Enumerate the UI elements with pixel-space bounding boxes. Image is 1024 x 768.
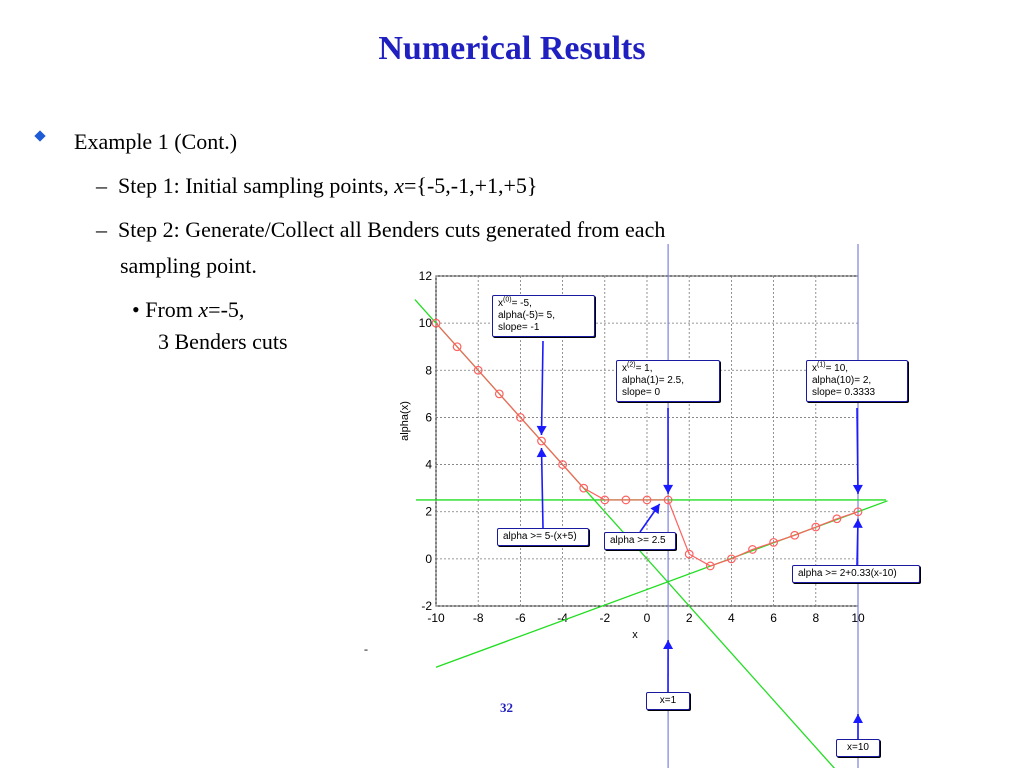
data-point [705,561,715,571]
data-point [579,483,589,493]
x-tick-label: 4 [728,611,735,625]
annotation-x0: x(0)= -5, alpha(-5)= 5, slope= -1 [492,295,595,337]
annotation-x1: x(1)= 10, alpha(10)= 2, slope= 0.3333 [806,360,908,402]
page-number: 32 [500,700,513,715]
data-point [684,549,694,559]
dash-icon: – [96,217,107,242]
data-point [727,554,736,564]
cut-label-2: alpha >= 2.5 [604,532,676,550]
data-point [452,342,462,352]
annotation-x0-line3: slope= -1 [498,322,540,333]
data-point [494,389,504,399]
step2-line1: Step 2: Generate/Collect all Benders cut… [118,217,666,242]
arrow-cut1 [540,447,544,529]
data-point [558,460,567,469]
annotation-x1-line2: alpha(10)= 2, [812,375,872,386]
annotation-x2-line1: x(2)= 1, [622,361,653,374]
data-point [431,318,441,328]
vline-label-x10: x=10 [836,739,880,757]
arrow-vline10-head [853,714,863,723]
sub-var: x [198,297,209,322]
arrow-ann1-head [663,484,674,494]
annotation-x1-line1: x(1)= 10, [812,361,849,374]
data-point [473,365,483,375]
y-tick-label: 2 [425,505,432,519]
y-tick-label: -2 [421,599,432,613]
x-axis-label: x [632,629,638,641]
y-tick-label: 6 [425,410,432,424]
step1-var: x [394,173,404,198]
arrow-cut3-head [852,518,863,528]
x-tick-label: 0 [644,611,651,625]
arrow-ann0-head [536,425,547,435]
step2-bullet: – Step 2: Generate/Collect all Benders c… [96,216,665,244]
data-point [790,530,800,540]
data-point [516,413,525,422]
cut-label-1: alpha >= 5-(x+5) [497,528,589,546]
step1-suffix: ={-5,-1,+1,+5} [403,173,538,198]
data-point [832,514,842,524]
sub-prefix: From [145,297,199,322]
step2-line2: sampling point. [120,253,257,278]
x-tick-label: 8 [812,611,819,625]
annotation-x1-line3: slope= 0.3333 [812,387,876,398]
x-tick-label: 2 [686,611,693,625]
series-line [435,322,859,567]
y-tick-label: 8 [425,363,432,377]
arrow-cut2-head [650,503,660,515]
bullet-example: Example 1 (Cont.) [74,129,238,154]
slide-title: Numerical Results [378,30,646,67]
dash-icon: – [96,173,107,198]
cut-label-3: alpha >= 2+0.33(x-10) [792,565,920,583]
arrow-ann2-head [852,484,863,494]
x-tick-label: -6 [515,611,526,625]
y-tick-label: 12 [419,269,433,283]
arrow-ann0 [540,340,544,436]
x-tick-label: -8 [473,611,484,625]
data-point [769,537,778,547]
annotation-x0-line2: alpha(-5)= 5, [498,310,555,321]
sub-bullet: • From x=-5, [132,296,244,324]
dot-icon: • [132,297,140,322]
annotation-x2-line2: alpha(1)= 2.5, [622,375,684,386]
x-tick-label: -2 [599,611,610,625]
arrow-vline1-head [663,640,674,650]
annotation-x2: x(2)= 1, alpha(1)= 2.5, slope= 0 [616,360,720,402]
y-tick-label: 4 [425,458,432,472]
data-point [811,522,821,532]
sub-suffix: =-5, [208,297,245,322]
data-point [748,545,757,554]
x-tick-label: -10 [427,611,445,625]
step1-prefix: Step 1: Initial sampling points, [118,173,395,198]
data-point [600,495,610,505]
data-point [537,436,546,446]
data-point [853,507,863,517]
y-tick-label: 0 [425,552,432,566]
x-tick-label: 6 [770,611,777,625]
step1-bullet: – Step 1: Initial sampling points, x={-5… [96,172,537,200]
x-tick-label: -4 [557,611,568,625]
y-tick-label: 10 [419,316,433,330]
data-point [642,495,652,505]
annotation-x0-line1: x(0)= -5, [498,296,532,309]
stray-mark: - [364,642,368,656]
annotation-x2-line3: slope= 0 [622,387,661,398]
sub-line2: 3 Benders cuts [158,329,288,354]
data-point [663,495,673,505]
arrow-cut1-head [536,448,547,458]
y-axis-label: alpha(x) [399,401,411,441]
vline-label-x1: x=1 [646,692,690,710]
data-point [621,495,631,505]
arrow-ann2 [856,407,859,494]
